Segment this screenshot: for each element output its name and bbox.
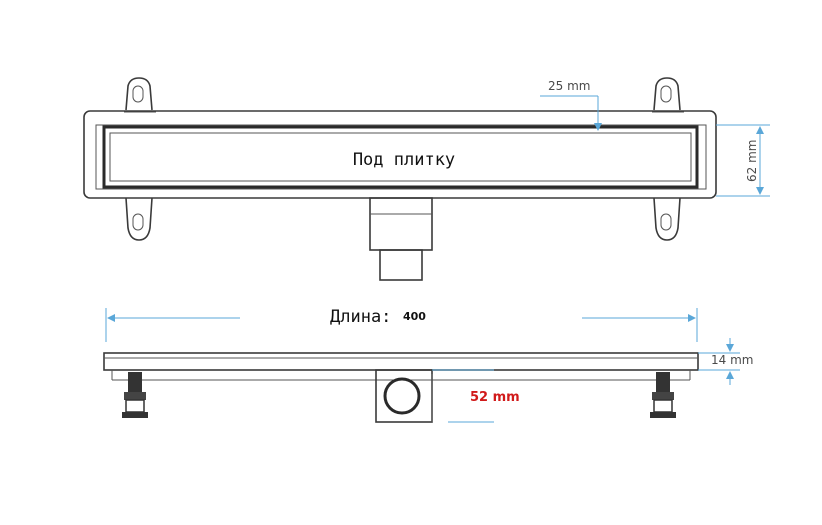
length-value: 400 xyxy=(403,310,426,323)
svg-text:62 mm: 62 mm xyxy=(745,140,759,182)
bracket-top-right xyxy=(652,77,684,113)
dimension-52mm: 52 mm xyxy=(432,369,520,423)
cover-label: Под плитку xyxy=(353,150,455,170)
svg-text:25 mm: 25 mm xyxy=(548,79,590,93)
outlet-pipe-top xyxy=(369,197,433,281)
grate-cover xyxy=(102,125,699,189)
top-view: Под плитку 25 mm 62 mm xyxy=(83,77,770,281)
side-view: 14 mm 52 mm xyxy=(103,338,753,423)
bracket-bottom-right xyxy=(653,197,681,241)
length-dimension: Длина: 400 xyxy=(105,307,698,342)
dimension-62mm: 62 mm xyxy=(716,124,770,197)
foot-left xyxy=(122,372,148,418)
svg-text:14 mm: 14 mm xyxy=(711,353,753,367)
dimension-25mm: 25 mm xyxy=(540,79,602,131)
outlet-side xyxy=(375,369,433,423)
dimension-14mm: 14 mm xyxy=(698,338,753,385)
foot-right xyxy=(650,372,676,418)
channel-profile xyxy=(103,352,699,371)
bracket-top-left xyxy=(124,77,156,113)
svg-text:52 mm: 52 mm xyxy=(470,390,520,405)
length-label: Длина: xyxy=(330,307,391,327)
bracket-bottom-left xyxy=(125,197,153,241)
